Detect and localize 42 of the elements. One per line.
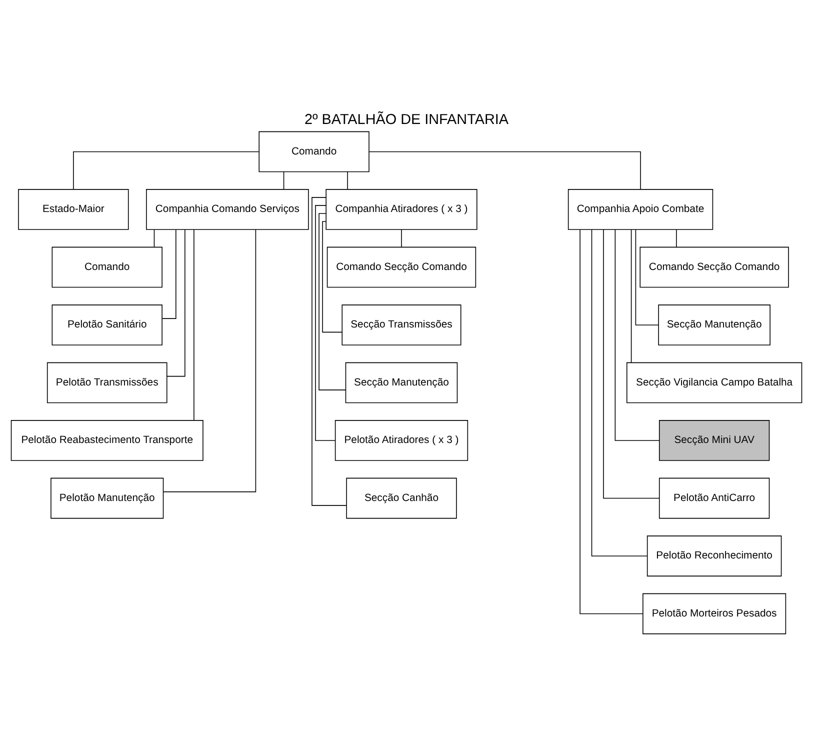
node-box: Pelotão Reabastecimento Transporte (10, 420, 204, 460)
connector (614, 228, 660, 440)
node-box: Comando Secção Comando (326, 246, 476, 288)
connector (630, 228, 632, 363)
node-box: Pelotão Manutenção (50, 477, 164, 518)
node-box: Comando (52, 246, 162, 288)
connector (676, 228, 677, 247)
node-box: Estado-Maior (18, 188, 129, 230)
node-box: Companhia Apoio Combate (568, 188, 714, 230)
connector (591, 228, 648, 556)
connector (315, 204, 336, 440)
node-box: Secção Mini UAV (658, 420, 770, 460)
connector (322, 220, 342, 332)
node-box: Pelotão Atiradores ( x 3 ) (334, 420, 468, 460)
node-box: Companhia Atiradores ( x 3 ) (326, 188, 478, 230)
node-box: Comando (258, 130, 370, 172)
node-box: Secção Manutenção (658, 304, 770, 345)
node-box: Secção Canhão (346, 477, 457, 518)
node-box: Secção Vigilancia Campo Batalha (626, 362, 802, 403)
connector (401, 228, 402, 247)
connector (312, 196, 347, 506)
node-box: Comando Secção Comando (640, 246, 789, 288)
node-box: Pelotão Transmissões (46, 362, 168, 403)
connector (162, 228, 256, 492)
connector (318, 212, 346, 390)
connector (154, 228, 155, 247)
node-box: Pelotão Sanitário (52, 304, 162, 345)
node-box: Pelotão Morteiros Pesados (642, 592, 786, 634)
connector (73, 150, 260, 190)
connector (283, 171, 284, 190)
connector (580, 228, 644, 614)
node-box: Pelotão AntiCarro (658, 477, 770, 518)
diagram-title: 2º BATALHÃO DE INFANTARIA (304, 111, 509, 128)
connector (603, 228, 660, 498)
node-box: Secção Manutenção (345, 362, 458, 403)
connector (635, 228, 659, 325)
connector (368, 150, 641, 190)
connector (166, 228, 186, 376)
connector (347, 171, 348, 190)
node-box: Secção Transmissões (342, 304, 462, 345)
node-box: Companhia Comando Serviços (146, 188, 309, 230)
node-box: Pelotão Reconhecimento (646, 535, 782, 576)
